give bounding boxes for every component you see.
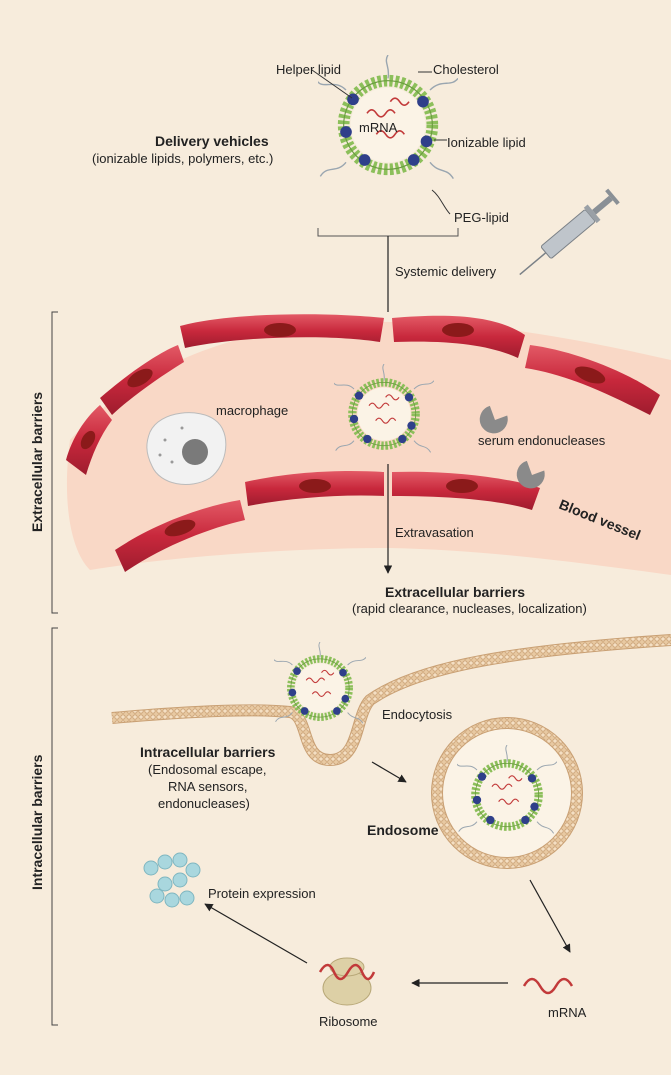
- macrophage-icon: [146, 412, 227, 485]
- lnp-bracket: [317, 228, 459, 237]
- endosome: [431, 717, 583, 869]
- cell-membrane: [111, 635, 671, 766]
- intracellular-bracket: [51, 627, 58, 1026]
- intracellular-line2: RNA sensors,: [168, 779, 247, 794]
- delivery-subtitle: (ionizable lipids, polymers, etc.): [92, 151, 273, 166]
- nuclease-icon: [479, 405, 545, 489]
- cholesterol-label: Cholesterol: [433, 62, 499, 77]
- syringe-icon: [519, 188, 620, 276]
- ribosome-label: Ribosome: [319, 1014, 378, 1029]
- cell-membrane-outer: [111, 634, 671, 767]
- systemic-delivery-label: Systemic delivery: [395, 264, 497, 279]
- delivery-title: Delivery vehicles: [155, 133, 269, 149]
- ribosome-icon: [318, 957, 376, 1006]
- intracellular-side-label: Intracellular barriers: [29, 754, 45, 890]
- peg-lipid-label: PEG-lipid: [454, 210, 509, 225]
- macrophage-label: macrophage: [216, 403, 288, 418]
- mrna-icon: [522, 977, 574, 995]
- endocytosis-label: Endocytosis: [382, 707, 453, 722]
- ionizable-lipid-label: Ionizable lipid: [447, 135, 526, 150]
- extracellular-subtitle: (rapid clearance, nucleases, localizatio…: [352, 601, 587, 616]
- extracellular-bracket: [51, 311, 58, 614]
- extracellular-side-label: Extracellular barriers: [29, 392, 45, 532]
- helper-lipid-label: Helper lipid: [276, 62, 341, 77]
- endosome-label: Endosome: [367, 822, 439, 838]
- intracellular-line1: (Endosomal escape,: [148, 762, 267, 777]
- intracellular-line3: endonucleases): [158, 796, 250, 811]
- extracellular-title: Extracellular barriers: [385, 584, 525, 600]
- helper-lipid-leader: [311, 69, 353, 99]
- mrna-lnp-label: mRNA: [359, 120, 398, 135]
- mrna-label: mRNA: [548, 1005, 587, 1020]
- peg-leader: [431, 189, 451, 215]
- endothelial-cells-top: [66, 314, 660, 475]
- protein-arrow: [204, 903, 308, 964]
- escape-arrow: [529, 879, 571, 953]
- protein-expression-label: Protein expression: [208, 886, 316, 901]
- protein-icon: [143, 852, 201, 908]
- intracellular-title: Intracellular barriers: [140, 744, 276, 760]
- endothelial-cells-bottom: [115, 471, 540, 572]
- extravasation-label: Extravasation: [395, 525, 474, 540]
- serum-endonucleases-label: serum endonucleases: [478, 433, 606, 448]
- endocytosis-arrow: [371, 761, 407, 783]
